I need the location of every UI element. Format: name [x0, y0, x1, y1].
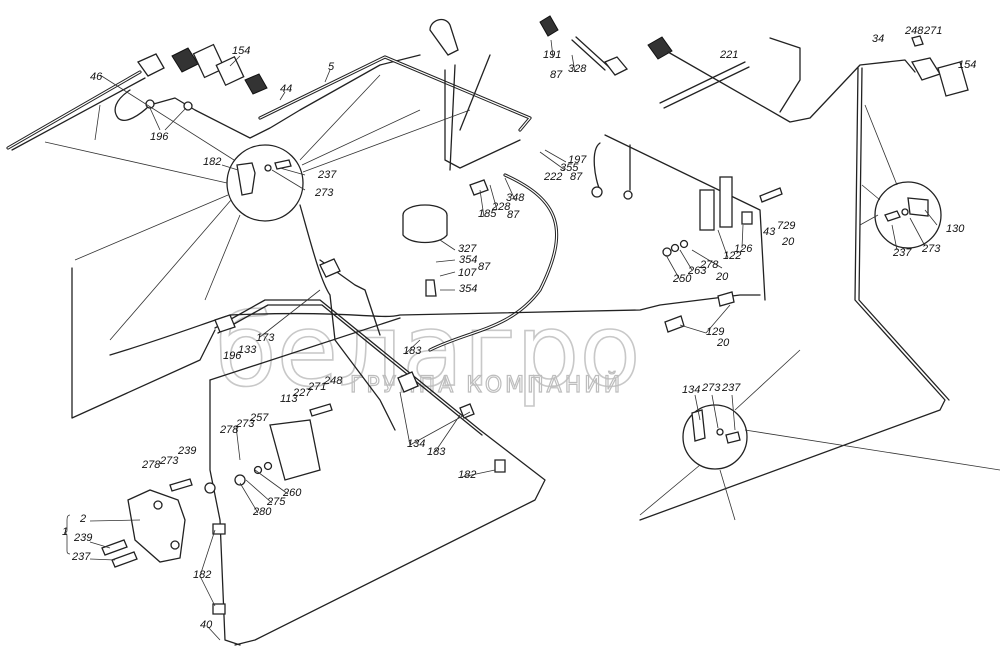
label-280: 280 [252, 506, 272, 518]
harness-right [591, 67, 950, 521]
label-20c: 20 [716, 337, 730, 349]
label-196: 196 [150, 131, 169, 143]
label-134: 134 [682, 384, 700, 396]
label-185: 185 [478, 208, 497, 220]
label-248b: 248 [323, 375, 343, 387]
label-278c: 278 [141, 459, 161, 471]
label-133: 133 [238, 344, 257, 356]
label-278b: 278 [219, 424, 239, 436]
label-328: 328 [568, 63, 587, 75]
label-260: 260 [282, 487, 302, 499]
label-239: 239 [177, 445, 196, 457]
svg-text:ГРУППА КОМПАНИЙ: ГРУППА КОМПАНИЙ [350, 372, 623, 398]
label-182b: 182 [193, 569, 211, 581]
label-237b: 237 [892, 247, 912, 259]
label-87b: 87 [570, 171, 583, 183]
label-271: 271 [923, 25, 942, 37]
label-248: 248 [904, 25, 924, 37]
label-183: 183 [403, 345, 422, 357]
label-46: 46 [90, 71, 103, 83]
label-197: 197 [568, 154, 587, 166]
harness-center [71, 173, 761, 646]
label-237c: 237 [721, 382, 741, 394]
label-250: 250 [672, 273, 692, 285]
label-34: 34 [872, 33, 884, 45]
label-44: 44 [280, 83, 292, 95]
label-273b: 273 [921, 243, 941, 255]
label-5: 5 [328, 61, 335, 73]
label-273: 273 [314, 187, 334, 199]
label-87c: 87 [507, 209, 520, 221]
label-257: 257 [249, 412, 269, 424]
label-87: 87 [550, 69, 563, 81]
label-134b: 134 [407, 438, 425, 450]
label-182: 182 [203, 156, 221, 168]
label-113: 113 [280, 393, 298, 405]
label-107: 107 [458, 267, 477, 279]
harness-upper-left [6, 18, 532, 171]
label-354b: 354 [459, 283, 477, 295]
label-1: 1 [62, 526, 68, 538]
harness-upper-middle [539, 15, 969, 123]
detail-circle-left [44, 74, 471, 341]
label-729: 729 [777, 220, 795, 232]
label-354: 354 [459, 254, 477, 266]
label-43: 43 [763, 226, 776, 238]
label-221: 221 [719, 49, 738, 61]
label-278: 278 [699, 259, 719, 271]
label-20b: 20 [715, 271, 729, 283]
label-154b: 154 [958, 59, 976, 71]
label-355: 355 [560, 162, 579, 174]
label-182c: 182 [458, 469, 476, 481]
label-173: 173 [256, 332, 275, 344]
label-327: 327 [458, 243, 477, 255]
label-196b: 196 [223, 350, 242, 362]
leader-lines [89, 39, 938, 641]
label-130: 130 [946, 223, 965, 235]
label-2: 2 [79, 513, 86, 525]
label-228: 228 [491, 201, 511, 213]
label-126: 126 [734, 243, 753, 255]
label-348: 348 [506, 192, 525, 204]
label-122: 122 [723, 250, 741, 262]
label-87d: 87 [478, 261, 491, 273]
label-239b: 239 [73, 532, 92, 544]
label-273d: 273 [235, 418, 255, 430]
detail-circle-right [859, 104, 942, 249]
label-237d: 237 [71, 551, 91, 563]
label-129: 129 [706, 326, 724, 338]
label-273e: 273 [159, 455, 179, 467]
label-154: 154 [232, 45, 250, 57]
label-183b: 183 [427, 446, 446, 458]
part-labels: 46 154 44 5 196 182 237 273 191 328 87 2… [62, 25, 976, 631]
label-271b: 271 [307, 381, 326, 393]
harness-lower-left [101, 314, 333, 615]
label-273c: 273 [701, 382, 721, 394]
label-40: 40 [200, 619, 213, 631]
label-237: 237 [317, 169, 337, 181]
label-191: 191 [543, 49, 561, 61]
label-263: 263 [687, 265, 707, 277]
label-227: 227 [292, 387, 312, 399]
label-20: 20 [781, 236, 795, 248]
detail-circle-bottom [639, 349, 1000, 521]
label-222: 222 [543, 171, 562, 183]
label-275: 275 [266, 496, 286, 508]
